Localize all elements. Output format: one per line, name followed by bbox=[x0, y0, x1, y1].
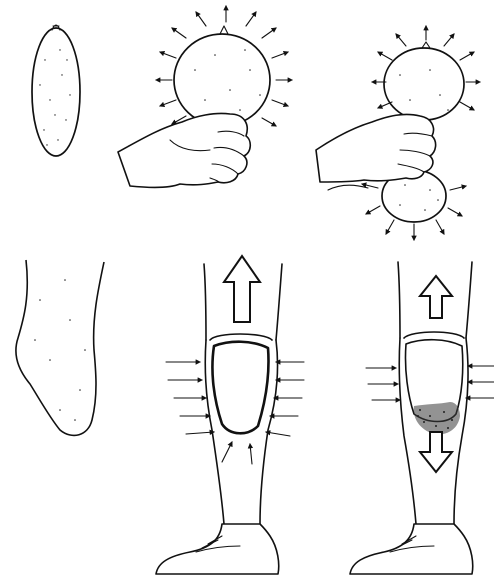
prosthetic-leg-edema-icon bbox=[350, 262, 494, 574]
prosthetic-leg-icon bbox=[156, 256, 304, 574]
residual-limb-icon bbox=[16, 260, 104, 435]
hand-two-balloons-icon bbox=[316, 26, 480, 240]
deflated-balloon-icon bbox=[32, 25, 80, 156]
hand-squeezing-balloon-icon bbox=[118, 6, 292, 187]
